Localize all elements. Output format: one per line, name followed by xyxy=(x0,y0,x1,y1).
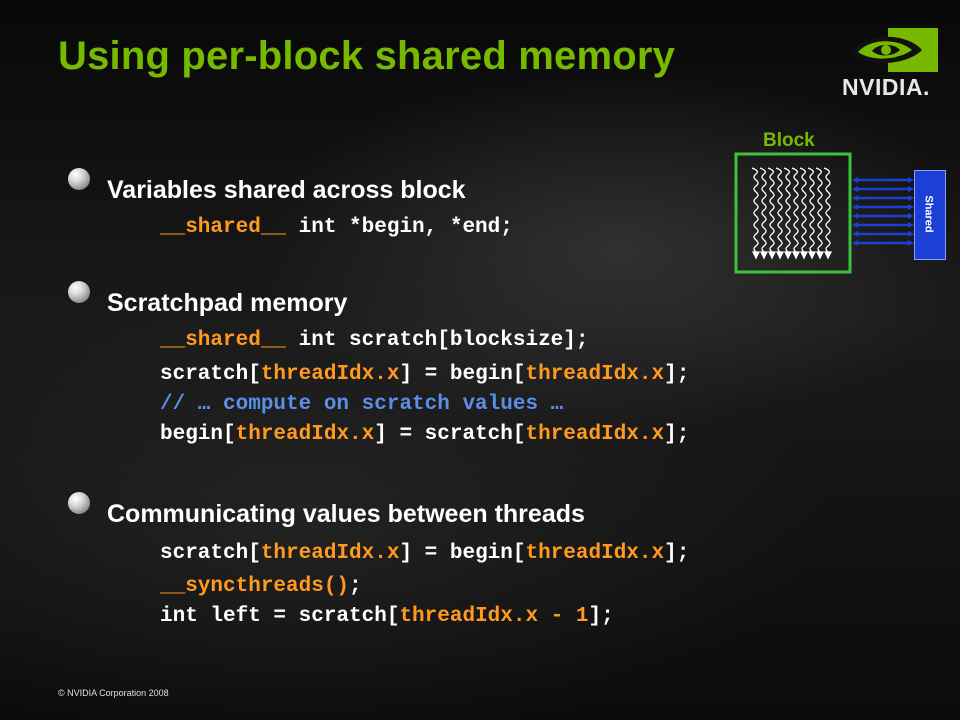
arrowhead-left xyxy=(852,195,858,201)
code-token: threadIdx.x - 1 xyxy=(399,605,589,628)
code-token: ; xyxy=(349,575,362,598)
copyright-footer: © NVIDIA Corporation 2008 xyxy=(58,688,169,698)
thread-arrowhead xyxy=(791,251,801,260)
code-token: __shared__ xyxy=(160,216,287,239)
nvidia-wordmark: NVIDIA. xyxy=(842,74,930,100)
thread-arrowhead xyxy=(823,251,833,260)
arrowhead-left xyxy=(852,186,858,192)
thread-squiggle xyxy=(799,167,807,253)
section-heading-scratchpad: Scratchpad memory xyxy=(107,289,348,317)
code-token: threadIdx.x xyxy=(260,363,400,386)
code-token: ]; xyxy=(664,423,690,446)
code-token: __shared__ xyxy=(160,329,287,352)
thread-arrowhead xyxy=(751,251,761,260)
thread-squiggle xyxy=(791,167,799,253)
code-line: scratch[threadIdx.x] = begin[threadIdx.x… xyxy=(160,363,689,386)
code-token: int *begin, *end; xyxy=(286,216,513,239)
code-token: ]; xyxy=(588,605,614,628)
block-label: Block xyxy=(763,130,815,151)
code-token: int left = scratch[ xyxy=(160,605,400,628)
bullet-icon xyxy=(68,281,90,303)
thread-arrowhead xyxy=(799,251,809,260)
thread-arrowhead xyxy=(767,251,777,260)
code-token: threadIdx.x xyxy=(235,423,375,446)
thread-squiggle xyxy=(751,167,759,253)
slide-title: Using per-block shared memory xyxy=(58,34,676,78)
arrowhead-left xyxy=(852,222,858,228)
code-line: // … compute on scratch values … xyxy=(160,393,563,416)
thread-squiggle xyxy=(823,167,831,253)
arrowhead-left xyxy=(852,213,858,219)
nvidia-eye-icon xyxy=(850,28,938,72)
bullet-icon xyxy=(68,492,90,514)
thread-squiggle xyxy=(767,167,775,253)
arrowhead-left xyxy=(852,177,858,183)
nvidia-logo: NVIDIA. xyxy=(836,26,946,104)
thread-arrowhead xyxy=(759,251,769,260)
code-token: int scratch[blocksize]; xyxy=(286,329,589,352)
arrowhead-right xyxy=(908,222,914,228)
code-token: ] = scratch[ xyxy=(374,423,526,446)
code-token: ] = begin[ xyxy=(399,363,526,386)
section-heading-shared-vars: Variables shared across block xyxy=(107,176,466,204)
code-token: begin[ xyxy=(160,423,236,446)
arrowhead-left xyxy=(852,240,858,246)
shared-memory-box xyxy=(914,170,946,260)
arrowhead-right xyxy=(908,240,914,246)
code-token: scratch[ xyxy=(160,542,261,565)
code-token: ]; xyxy=(664,542,690,565)
shared-memory-label: Shared xyxy=(923,195,936,233)
arrowhead-right xyxy=(908,186,914,192)
thread-squiggle xyxy=(807,167,815,253)
code-line: __shared__ int scratch[blocksize]; xyxy=(160,329,588,352)
code-token: threadIdx.x xyxy=(525,542,665,565)
arrowhead-right xyxy=(908,231,914,237)
thread-arrowhead xyxy=(807,251,817,260)
code-token: ] = begin[ xyxy=(399,542,526,565)
code-token: threadIdx.x xyxy=(525,363,665,386)
shared-arrow-group xyxy=(852,177,914,246)
arrowhead-right xyxy=(908,195,914,201)
code-line: begin[threadIdx.x] = scratch[threadIdx.x… xyxy=(160,423,689,446)
thread-squiggle xyxy=(775,167,783,253)
bullet-icon xyxy=(68,168,90,190)
shared-memory-label-wrap: Shared xyxy=(914,170,944,258)
block-outline xyxy=(734,152,852,274)
code-token: threadIdx.x xyxy=(260,542,400,565)
arrowhead-left xyxy=(852,231,858,237)
arrowhead-right xyxy=(908,204,914,210)
thread-arrowhead xyxy=(783,251,793,260)
code-token: ]; xyxy=(664,363,690,386)
code-line: scratch[threadIdx.x] = begin[threadIdx.x… xyxy=(160,542,689,565)
code-line: int left = scratch[threadIdx.x - 1]; xyxy=(160,605,614,628)
arrowhead-right xyxy=(908,213,914,219)
code-line: __shared__ int *begin, *end; xyxy=(160,216,513,239)
code-token: __syncthreads() xyxy=(160,575,350,598)
code-token: scratch[ xyxy=(160,363,261,386)
thread-squiggle xyxy=(815,167,823,253)
code-line: __syncthreads(); xyxy=(160,575,362,598)
thread-arrowhead xyxy=(815,251,825,260)
code-token: threadIdx.x xyxy=(525,423,665,446)
section-heading-communicating: Communicating values between threads xyxy=(107,500,585,528)
arrowhead-left xyxy=(852,204,858,210)
thread-arrowhead xyxy=(775,251,785,260)
thread-squiggle xyxy=(759,167,767,253)
thread-squiggle xyxy=(783,167,791,253)
code-token: // … compute on scratch values … xyxy=(160,393,564,416)
arrowhead-right xyxy=(908,177,914,183)
block-diagram xyxy=(734,152,914,274)
thread-group xyxy=(751,167,833,260)
